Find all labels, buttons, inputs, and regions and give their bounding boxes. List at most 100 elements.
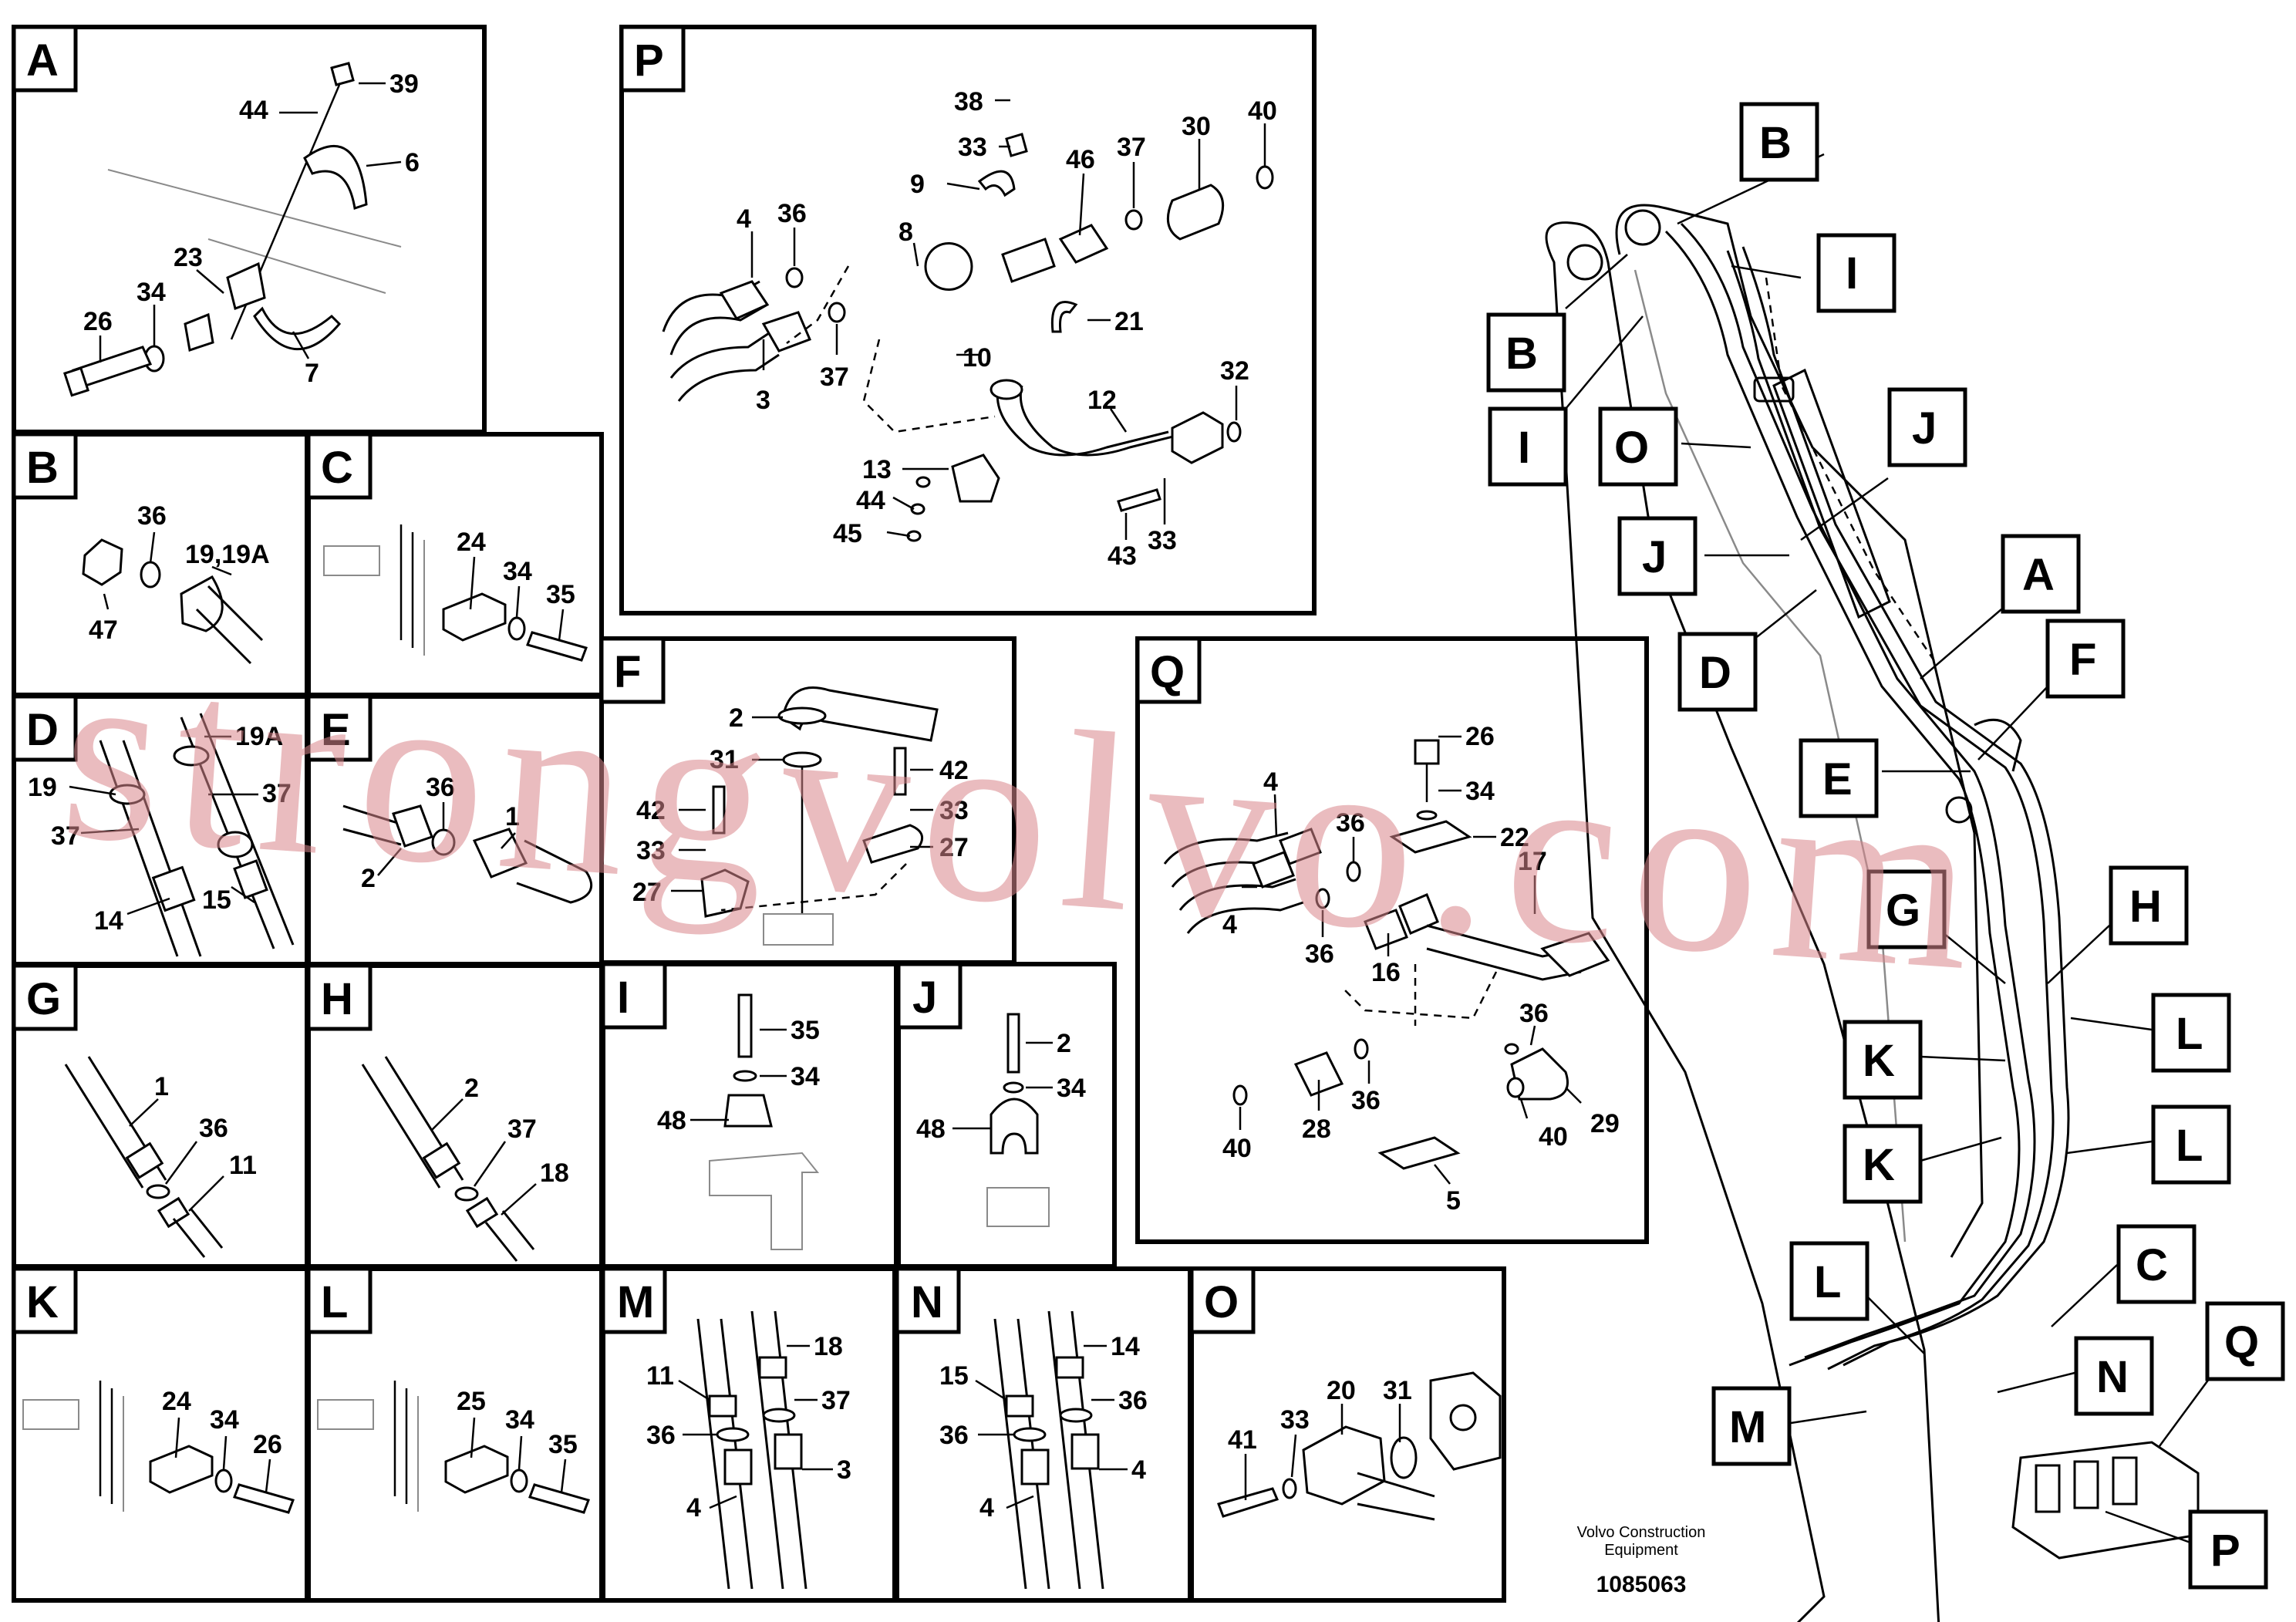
callout-number: 28 bbox=[1302, 1114, 1331, 1144]
callout-number: 7 bbox=[305, 359, 319, 388]
callout-number: 26 bbox=[253, 1430, 282, 1459]
panel-h: H 2 37 18 bbox=[306, 963, 604, 1269]
panel-tag-m: M bbox=[617, 1277, 654, 1327]
panel-m: M 18 11 37 36 3 4 bbox=[601, 1266, 897, 1603]
panel-a: A 39 44 6 23 34 26 7 bbox=[12, 25, 487, 434]
panel-tag-a: A bbox=[26, 35, 59, 86]
callout-number: 20 bbox=[1327, 1376, 1356, 1405]
footer: Volvo Construction Equipment 1085063 bbox=[1577, 1524, 1706, 1597]
panel-f: F 2 31 42 42 33 33 27 27 bbox=[599, 636, 1017, 965]
callout-number: 40 bbox=[1539, 1122, 1568, 1152]
callout-number: 38 bbox=[954, 87, 983, 116]
callout-number: 43 bbox=[1108, 541, 1137, 571]
callout-number: 3 bbox=[756, 386, 770, 415]
callout-number: 34 bbox=[210, 1405, 239, 1435]
callout-number: 42 bbox=[636, 796, 666, 825]
overview-tag: F bbox=[2069, 635, 2096, 685]
callout-number: 14 bbox=[94, 906, 123, 936]
panel-i: I 35 34 48 bbox=[601, 962, 899, 1269]
overview-tag: K bbox=[1863, 1140, 1895, 1190]
callout-number: 26 bbox=[83, 307, 113, 336]
callout-number: 37 bbox=[262, 779, 292, 808]
callout-number: 4 bbox=[1222, 910, 1237, 939]
callout-number: 12 bbox=[1087, 386, 1117, 415]
callout-number: 37 bbox=[820, 363, 849, 392]
callout-number: 6 bbox=[405, 148, 420, 177]
callout-number: 18 bbox=[814, 1332, 843, 1361]
callout-number: 44 bbox=[239, 96, 268, 125]
panel-e: E 36 1 2 bbox=[306, 694, 604, 966]
overview-tag: D bbox=[1699, 648, 1731, 698]
callout-number: 48 bbox=[916, 1114, 946, 1144]
panel-tag-b: B bbox=[26, 443, 59, 493]
panel-k: K 24 34 26 bbox=[12, 1266, 309, 1603]
panel-tag-q: Q bbox=[1150, 647, 1185, 697]
panel-g: G 1 36 11 bbox=[12, 963, 309, 1269]
panel-o: O 20 31 33 41 bbox=[1189, 1266, 1506, 1603]
callout-number: 5 bbox=[1446, 1186, 1461, 1216]
callout-number: 36 bbox=[646, 1421, 676, 1450]
callout-number: 2 bbox=[729, 703, 743, 733]
overview-tag: O bbox=[1614, 423, 1649, 473]
callout-number: 15 bbox=[202, 885, 231, 915]
callout-number: 41 bbox=[1228, 1425, 1257, 1455]
overview-tag: B bbox=[1505, 329, 1538, 379]
callout-number: 1 bbox=[154, 1072, 169, 1101]
callout-number: 31 bbox=[710, 745, 739, 774]
callout-number: 30 bbox=[1182, 112, 1211, 141]
callout-number: 13 bbox=[862, 455, 892, 484]
callout-number: 18 bbox=[540, 1158, 569, 1188]
overview-tag: M bbox=[1729, 1402, 1766, 1452]
panel-tag-g: G bbox=[26, 974, 61, 1024]
callout-number: 21 bbox=[1114, 307, 1144, 336]
panel-j: J 2 34 48 bbox=[896, 962, 1117, 1269]
callout-number: 4 bbox=[1263, 767, 1278, 797]
callout-number: 15 bbox=[939, 1361, 969, 1391]
callout-number: 4 bbox=[737, 204, 751, 234]
callout-number: 26 bbox=[1465, 722, 1495, 751]
overview-callouts: B I B I O J J A D F E G bbox=[1486, 102, 2285, 1590]
overview-tag: L bbox=[1814, 1257, 1841, 1307]
callout-number: 36 bbox=[1118, 1386, 1148, 1415]
callout-number: 34 bbox=[503, 557, 532, 586]
callout-number: 40 bbox=[1248, 96, 1277, 126]
callout-number: 35 bbox=[791, 1016, 820, 1045]
panel-l: L 25 34 35 bbox=[306, 1266, 604, 1603]
callout-number: 2 bbox=[361, 864, 376, 893]
panel-tag-h: H bbox=[321, 974, 353, 1024]
company-name-line2: Equipment bbox=[1604, 1542, 1678, 1559]
overview-tag: G bbox=[1886, 885, 1920, 936]
overview-tag: H bbox=[2129, 882, 2162, 932]
callout-number: 33 bbox=[636, 836, 666, 865]
panel-tag-c: C bbox=[321, 443, 353, 493]
overview-tag: A bbox=[2022, 550, 2055, 600]
callout-number: 16 bbox=[1371, 958, 1401, 987]
callout-number: 10 bbox=[963, 343, 992, 373]
callout-number: 19A bbox=[235, 722, 283, 751]
overview-tag: J bbox=[1912, 403, 1937, 454]
callout-number: 44 bbox=[856, 486, 885, 515]
callout-number: 1 bbox=[505, 802, 520, 831]
callout-number: 36 bbox=[137, 501, 167, 531]
callout-number: 23 bbox=[174, 243, 203, 272]
callout-number: 37 bbox=[1117, 133, 1146, 162]
callout-number: 24 bbox=[162, 1387, 191, 1416]
callout-number: 36 bbox=[777, 199, 807, 228]
callout-number: 36 bbox=[1305, 939, 1334, 969]
panel-tag-e: E bbox=[321, 705, 351, 755]
panel-tag-p: P bbox=[634, 35, 664, 86]
callout-number: 22 bbox=[1500, 823, 1529, 852]
panel-p: P 38 33 9 46 bbox=[619, 25, 1317, 615]
overview-tag: K bbox=[1863, 1036, 1895, 1086]
callout-number: 11 bbox=[229, 1151, 257, 1180]
callout-number: 35 bbox=[548, 1430, 578, 1459]
panel-tag-j: J bbox=[912, 973, 937, 1023]
panel-d: D 19A 19 37 37 15 14 bbox=[12, 694, 309, 966]
callout-number: 32 bbox=[1220, 356, 1249, 386]
callout-number: 27 bbox=[939, 833, 969, 862]
callout-number: 42 bbox=[939, 756, 969, 785]
callout-number: 37 bbox=[507, 1114, 537, 1144]
callout-number: 31 bbox=[1383, 1376, 1412, 1405]
callout-number: 34 bbox=[1465, 777, 1495, 806]
